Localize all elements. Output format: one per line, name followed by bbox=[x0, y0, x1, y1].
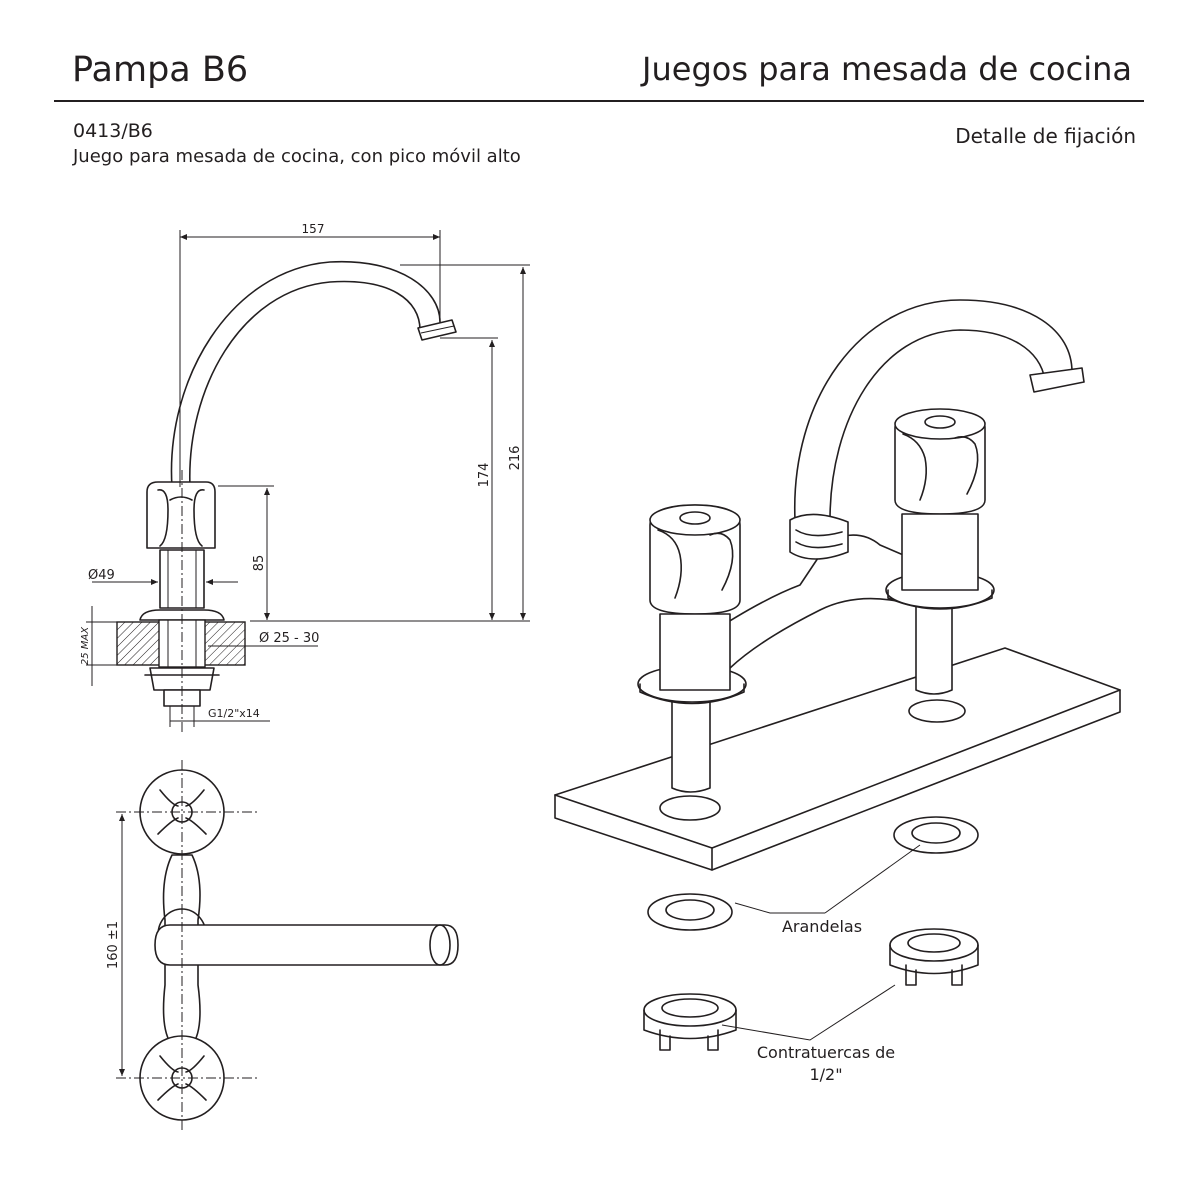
product-code: 0413/B6 bbox=[73, 120, 153, 142]
dim-max-thickness: 25 MAX bbox=[80, 626, 91, 665]
dim-thread: G1/2"x14 bbox=[208, 707, 260, 720]
label-washers: Arandelas bbox=[782, 917, 862, 936]
detail-title: Detalle de fijación bbox=[955, 124, 1136, 148]
dim-height-total: 216 bbox=[508, 446, 523, 471]
label-locknuts-line1: Contratuercas de bbox=[757, 1043, 895, 1062]
dim-diameter-base: Ø49 bbox=[88, 568, 115, 583]
dim-width: 157 bbox=[302, 222, 325, 236]
dimension-lines bbox=[86, 230, 530, 722]
side-view-faucet bbox=[116, 260, 457, 735]
product-title: Pampa B6 bbox=[72, 50, 249, 90]
dim-center-distance: 160 ±1 bbox=[106, 921, 121, 969]
dim-hole-diameter: Ø 25 - 30 bbox=[259, 631, 319, 646]
dim-height-body: 85 bbox=[252, 555, 267, 572]
isometric-assembly bbox=[554, 299, 1121, 1051]
dim-height-spout: 174 bbox=[477, 463, 492, 488]
product-description: Juego para mesada de cocina, con pico mó… bbox=[73, 146, 521, 167]
category-title: Juegos para mesada de cocina bbox=[642, 50, 1132, 88]
top-view-faucet bbox=[116, 760, 459, 1130]
header-divider bbox=[54, 100, 1144, 102]
label-locknuts-line2: 1/2" bbox=[809, 1065, 842, 1084]
